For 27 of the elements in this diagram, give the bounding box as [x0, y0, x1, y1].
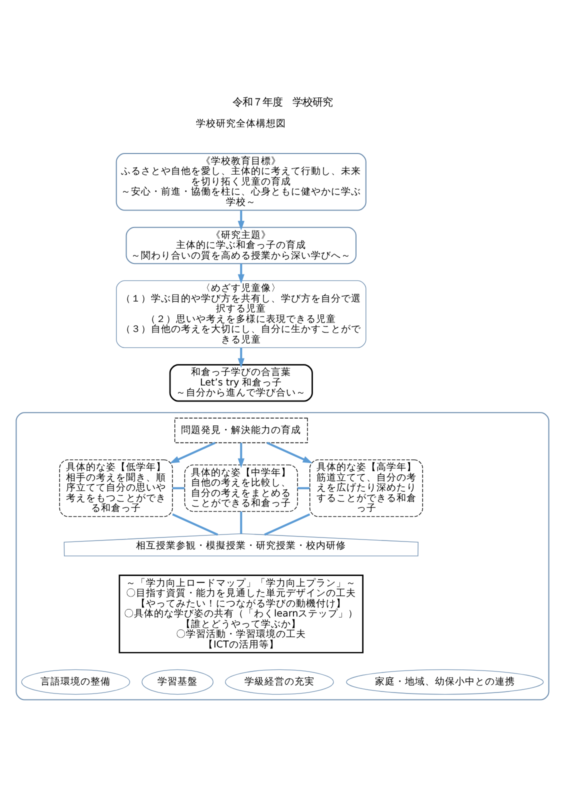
- node-box: ～「学力向上ロードマップ」「学力向上プラン」～ 〇目指す資質・能力を見通した単元デザインの工夫 【やってみたい！につながる学びの動機付け】 〇具体的な学び姿の共有（「わくlearnステップ」） 【誰とどうやって学ぶか】 〇学習活動・学習環境の工夫 【ICTの活用等】: [118, 574, 364, 654]
- arrow: [266, 442, 312, 464]
- node-ellipse: 学習基盤: [142, 669, 214, 695]
- node-box: 《学校教育目標》 ふるさとや自他を愛し、主体的に考えて行動し、未来を切り拓く児童の育成 ～安心・前進・協働を柱に、心身ともに健やかに学ぶ学校～: [116, 153, 366, 211]
- connector: [298, 487, 310, 490]
- node-ellipse: 家庭・地域、幼保小中との連携: [346, 669, 544, 695]
- node-box: 〈めざす児童像〉 （１）学ぶ目的や学び方を共有し、学び方を自分で選択する児童 （２）思いや考えを多様に表現できる児童 （３）自他の考えを大切にし、自分に生かすことができる児童: [116, 280, 366, 348]
- arrow: [238, 348, 244, 368]
- node-box: 具体的な姿【高学年】 筋道立てて、自分の考えを広げたり深めたりすることができる和倉っ子: [310, 459, 423, 517]
- diagram-title: 令和７年度 学校研究: [232, 96, 332, 109]
- connector: [240, 512, 242, 534]
- arrow: [238, 442, 244, 468]
- node-box: 問題発見・解決能力の育成: [174, 418, 308, 444]
- label: 学校研究全体構想図: [196, 118, 286, 130]
- node-box: 《研究主題》 主体的に学ぶ和倉っ子の育成 ～関わり合いの質を高める授業から深い学びへ～: [126, 226, 356, 264]
- arrow: [238, 264, 244, 284]
- arrow: [170, 442, 216, 464]
- connector: [172, 513, 218, 536]
- node-box: 具体的な姿【中学年】 自他の考えを比較し、自分の考えをまとめることができる和倉っ子: [184, 464, 298, 512]
- node-box: 具体的な姿【低学年】 相手の考えを聞き、順序立てて自分の思いや考えをもつことができる和倉っ子: [59, 459, 173, 517]
- node-ellipse: 学級経営の充実: [225, 669, 334, 695]
- cluster: [16, 412, 550, 700]
- node-ellipse: 言語環境の整備: [21, 669, 130, 695]
- connector: [172, 487, 185, 490]
- node-box: 和倉っ子学びの合言葉 Let’s try 和倉っ子 ～自分から進んで学び合い～: [169, 364, 313, 402]
- connector: [264, 513, 310, 536]
- arrow: [238, 210, 244, 230]
